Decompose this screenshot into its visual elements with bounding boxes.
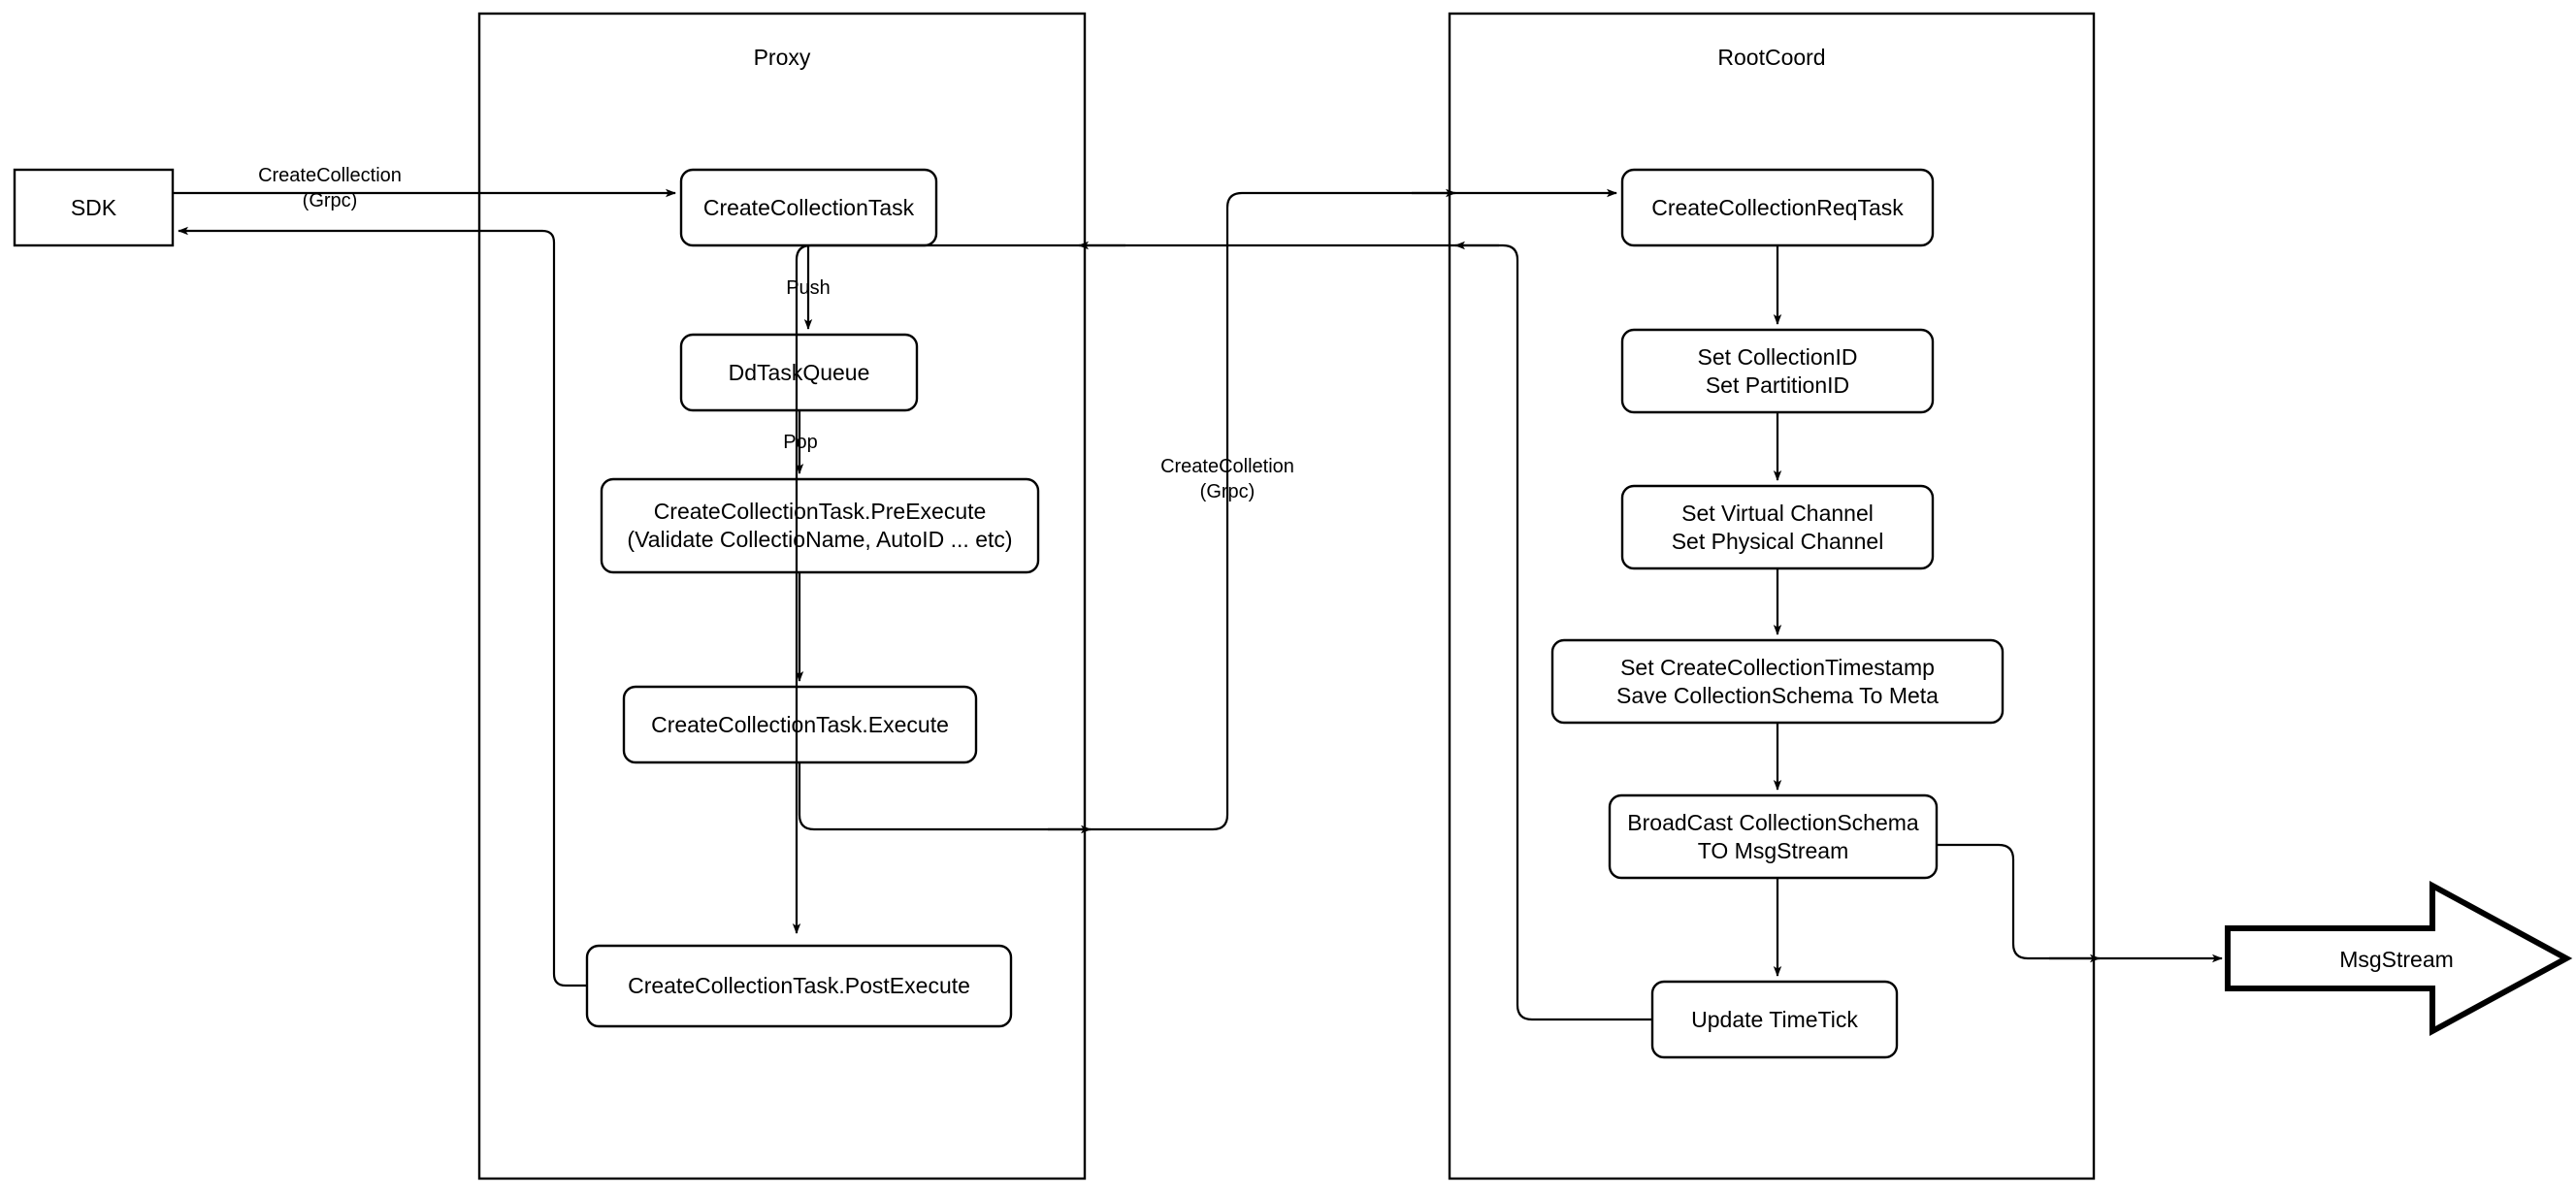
node-execute-shape — [622, 685, 978, 764]
node-create-collection-task-shape — [679, 168, 938, 247]
container-title-rootcoord: RootCoord — [1717, 45, 1826, 70]
node-msgstream-shape — [2225, 880, 2573, 1037]
edge-label-push: Push — [786, 277, 831, 299]
node-set-timestamp-shape — [1550, 638, 2005, 725]
edge-label-create-colletion-grpc: CreateColletion (Grpc) — [1160, 456, 1294, 502]
node-sdk-shape — [13, 168, 175, 247]
edge-timetick-to-post-execute — [792, 243, 1652, 1021]
node-set-channels-shape — [1620, 484, 1935, 570]
edge-post-execute-to-sdk — [178, 226, 587, 987]
edge-label-pop: Pop — [783, 432, 818, 453]
node-set-ids-shape — [1620, 328, 1935, 414]
node-msgstream-label: MsgStream — [2339, 947, 2454, 972]
node-pre-execute-shape — [600, 477, 1040, 574]
node-post-execute-shape — [585, 944, 1013, 1028]
container-title-proxy: Proxy — [753, 45, 811, 70]
node-create-collection-req-task-shape — [1620, 168, 1935, 247]
node-update-timetick-shape — [1650, 980, 1899, 1059]
edge-broadcast-to-msgstream — [1937, 843, 2223, 963]
edge-execute-to-req-task — [798, 188, 1617, 831]
node-dd-task-queue-shape — [679, 333, 919, 412]
node-broadcast-shape — [1608, 793, 1939, 880]
edge-label-create-collection-grpc: CreateCollection (Grpc) — [258, 165, 402, 211]
